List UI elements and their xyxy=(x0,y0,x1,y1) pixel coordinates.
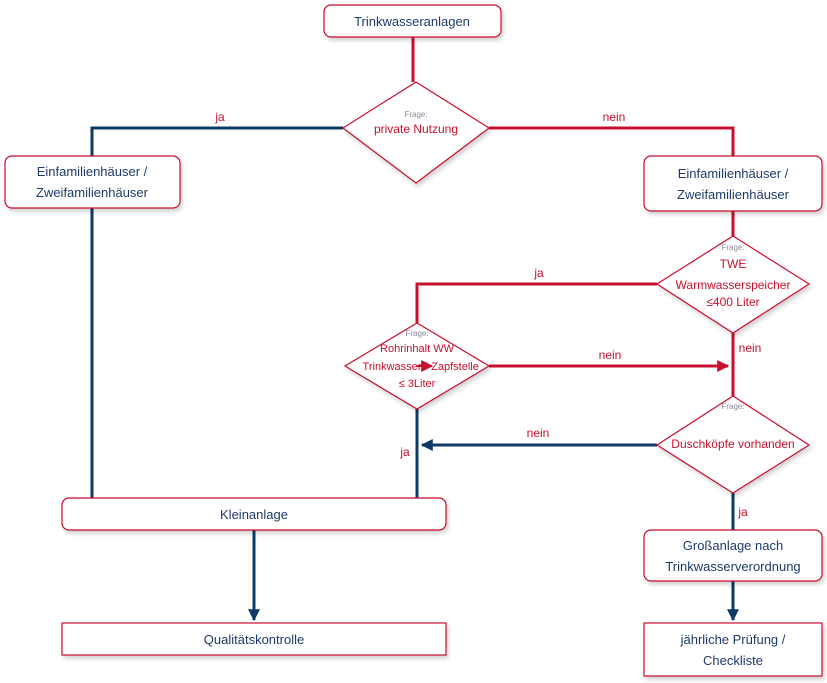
label-twe-nein: nein xyxy=(739,341,762,355)
diamond-twe-line3: ≤400 Liter xyxy=(706,295,759,309)
diamond-twe-line1: TWE xyxy=(720,257,747,271)
edge-private-nein xyxy=(489,126,735,156)
diamond-twe-line2: Warmwasserspeicher xyxy=(676,278,791,292)
box-qual: Qualitätskontrolle xyxy=(61,622,447,656)
diamond-dusch-prefix: Frage: xyxy=(721,402,744,411)
label-dusch-nein: nein xyxy=(527,426,550,440)
diamond-rohr-prefix: Frage: xyxy=(405,329,428,338)
diamond-twe-prefix: Frage: xyxy=(721,243,744,252)
box-efh-left: Einfamilienhäuser / Zweifamilienhäuser xyxy=(4,155,181,209)
diamond-twe: Frage: TWE Warmwasserspeicher ≤400 Liter xyxy=(655,235,811,334)
edge-twe-ja xyxy=(415,282,657,323)
label-twe-ja: ja xyxy=(533,266,544,280)
diamond-rohr-line3: ≤ 3Liter xyxy=(399,378,436,390)
box-efh-left-line2: Zweifamilienhäuser xyxy=(36,185,149,200)
box-klein: Kleinanlage xyxy=(61,497,447,531)
diamond-private-prefix: Frage: xyxy=(404,110,427,119)
diamond-dusch: Frage: Duschköpfe vorhanden xyxy=(655,395,811,494)
box-pruef: jährliche Prüfung / Checkliste xyxy=(643,622,823,677)
diamond-private-label: private Nutzung xyxy=(374,122,458,136)
box-pruef-line1: jährliche Prüfung / xyxy=(680,632,786,647)
label-rohr-nein: nein xyxy=(599,348,622,362)
label-dusch-ja: ja xyxy=(737,505,748,519)
edge-private-ja xyxy=(90,126,343,156)
box-gross-line2: Trinkwasserverordnung xyxy=(665,559,800,574)
diamond-private: Frage: private Nutzung xyxy=(341,81,491,184)
box-efh-left-line1: Einfamilienhäuser / xyxy=(37,164,148,179)
diamond-rohr: Frage: Rohrinhalt WW Trinkwasser Zapfste… xyxy=(343,322,491,410)
box-klein-label: Kleinanlage xyxy=(220,507,288,522)
box-gross-line1: Großanlage nach xyxy=(683,538,783,553)
label-private-ja: ja xyxy=(214,110,225,124)
box-efh-right-line1: Einfamilienhäuser / xyxy=(678,166,789,181)
box-start: Trinkwasseranlagen xyxy=(323,4,502,38)
box-gross: Großanlage nach Trinkwasserverordnung xyxy=(643,529,823,582)
box-efh-right-line2: Zweifamilienhäuser xyxy=(677,187,790,202)
diamond-rohr-line2b: Zapfstelle xyxy=(431,361,479,373)
label-private-nein: nein xyxy=(603,110,626,124)
label-rohr-ja: ja xyxy=(399,445,410,459)
diamond-dusch-label: Duschköpfe vorhanden xyxy=(671,437,794,451)
diamond-rohr-line1: Rohrinhalt WW xyxy=(380,343,455,355)
box-qual-label: Qualitätskontrolle xyxy=(204,632,304,647)
box-efh-right: Einfamilienhäuser / Zweifamilienhäuser xyxy=(643,155,823,212)
diamond-rohr-line2a: Trinkwasser xyxy=(363,361,422,373)
box-pruef-line2: Checkliste xyxy=(703,653,763,668)
box-start-label: Trinkwasseranlagen xyxy=(354,14,470,29)
